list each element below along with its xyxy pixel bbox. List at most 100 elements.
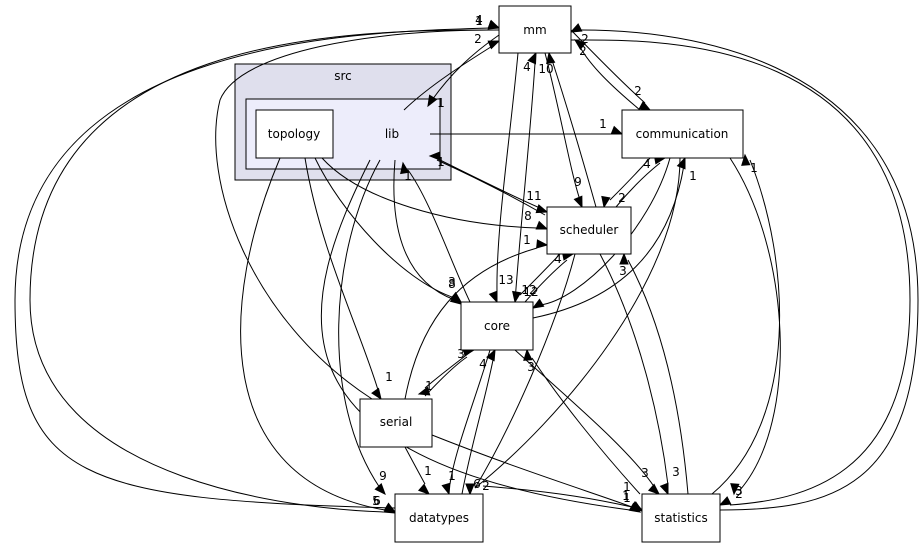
edge-label-lib-to-mm: 2 <box>474 32 482 46</box>
node-core[interactable]: core <box>460 301 534 351</box>
arrowhead-statistics-to-communication <box>741 153 751 166</box>
arrowhead-communication-to-core <box>531 298 545 309</box>
edge-label-topology-to-core: 3 <box>448 275 456 289</box>
edge-label-datatypes-to-mm: 4 <box>475 13 483 27</box>
arrowhead-mm-to-core <box>488 290 498 304</box>
arrowhead-lib-to-datatypes <box>374 483 386 496</box>
edge-label-core-to-statistics: 3 <box>641 466 649 480</box>
edge-label-core-to-serial: 1 <box>425 379 433 393</box>
edge-serial-to-scheduler <box>404 247 538 400</box>
edge-label-scheduler-to-statistics: 3 <box>672 465 680 479</box>
edge-label-lib-to-datatypes: 9 <box>379 469 387 483</box>
node-serial-label: serial <box>380 415 413 429</box>
edge-label-mm-to-scheduler: 9 <box>574 175 582 189</box>
edge-label-lib-to-scheduler: 11 <box>526 189 541 203</box>
node-datatypes[interactable]: datatypes <box>394 493 484 543</box>
arrowhead-mm-to-statistics <box>718 496 732 506</box>
arrowhead-topology-to-scheduler <box>535 220 549 230</box>
edge-serial-to-mm <box>215 29 490 400</box>
edge-lib-to-mm <box>403 44 495 111</box>
node-topology-label: topology <box>268 127 320 141</box>
arrowhead-scheduler-to-mm <box>546 51 556 65</box>
node-topology[interactable]: topology <box>255 109 334 159</box>
edge-scheduler-to-communication <box>615 162 661 208</box>
arrowhead-mm-to-communication <box>638 100 652 111</box>
arrowhead-lib-to-communication <box>610 125 624 135</box>
edge-label-topology-to-datatypes: 6 <box>373 494 381 508</box>
arrowhead-mm-to-lib <box>427 94 438 108</box>
edge-label-statistics-to-communication: 1 <box>750 161 758 175</box>
node-core-label: core <box>484 319 510 333</box>
edge-label-core-to-scheduler: 4 <box>554 252 562 266</box>
arrowhead-datatypes-to-statistics <box>630 501 644 511</box>
node-serial[interactable]: serial <box>359 398 433 448</box>
arrowhead-lib-to-scheduler <box>535 204 549 214</box>
edge-statistics-to-mm <box>580 29 919 511</box>
edge-datatypes-to-core <box>461 359 494 495</box>
edge-scheduler-to-mm <box>551 59 597 208</box>
arrowhead-core-to-mm <box>527 51 537 65</box>
edge-topology-to-core <box>314 157 456 299</box>
arrowhead-serial-to-scheduler <box>536 239 549 249</box>
edge-lib-to-datatypes <box>338 159 381 489</box>
edge-mm-to-communication <box>570 29 646 104</box>
edge-core-to-lib <box>407 169 471 303</box>
edge-scheduler-to-statistics <box>599 253 669 486</box>
edge-mm-to-datatypes <box>29 29 500 513</box>
edge-label-scheduler-to-communication: 4 <box>643 157 651 171</box>
node-scheduler[interactable]: scheduler <box>546 206 632 255</box>
edge-label-topology-to-scheduler: 8 <box>524 209 532 223</box>
edge-label-core-to-lib: 1 <box>404 169 412 183</box>
cluster-src-label: src <box>334 69 352 83</box>
node-lib-label: lib <box>385 127 399 141</box>
edge-serial-to-core <box>424 356 468 397</box>
arrowhead-core-to-statistics <box>647 483 661 495</box>
edge-label-scheduler-to-core: 12 <box>521 283 536 297</box>
edge-label-mm-to-statistics: 2 <box>735 487 743 501</box>
arrowhead-serial-to-mm <box>487 20 501 30</box>
edge-lib-to-scheduler <box>431 155 541 209</box>
arrowhead-topology-to-serial <box>371 387 382 401</box>
arrowhead-core-to-communication <box>676 156 686 170</box>
edge-scheduler-to-datatypes <box>474 253 576 489</box>
edge-label-lib-to-core: 8 <box>448 277 456 291</box>
arrowhead-serial-to-datatypes <box>417 483 431 495</box>
arrowhead-statistics-to-mm <box>569 23 583 33</box>
arrowhead-core-to-serial <box>417 386 431 396</box>
edge-statistics-to-core <box>531 357 641 495</box>
node-mm[interactable]: mm <box>498 5 572 54</box>
edge-core-to-mm <box>514 62 536 303</box>
node-scheduler-label: scheduler <box>560 223 619 237</box>
arrowhead-communication-to-statistics <box>730 483 740 496</box>
edge-label-lib-to-communication: 1 <box>599 117 607 131</box>
edge-core-to-statistics <box>514 349 656 489</box>
edge-label-communication-to-mm: 2 <box>579 44 587 58</box>
edge-datatypes-to-statistics <box>482 485 633 508</box>
edge-label-mm-to-communication: 2 <box>634 84 642 98</box>
arrowhead-mm-to-scheduler <box>573 195 583 209</box>
arrowhead-statistics-to-scheduler <box>619 252 629 265</box>
arrowhead-mm-to-datatypes <box>383 504 397 514</box>
edge-label-scheduler-to-mm: 10 <box>538 62 553 76</box>
node-lib[interactable]: lib <box>385 127 399 141</box>
edge-lib-to-core <box>393 159 456 301</box>
edge-label-datatypes-to-statistics: 1 <box>622 489 630 503</box>
node-statistics[interactable]: statistics <box>641 493 721 543</box>
edge-label-statistics-to-scheduler: 3 <box>619 264 627 278</box>
edge-communication-to-statistics <box>729 157 781 491</box>
edge-core-to-datatypes <box>449 349 491 485</box>
arrowhead-datatypes-to-core <box>486 348 496 362</box>
edge-mm-to-core <box>496 52 519 293</box>
edge-label-scheduler-to-lib: 1 <box>437 155 445 169</box>
edge-label-serial-to-core: 3 <box>457 347 465 361</box>
edge-label-mm-to-core: 13 <box>498 273 513 287</box>
edge-datatypes-to-mm <box>14 27 490 509</box>
node-communication[interactable]: communication <box>621 109 744 159</box>
edge-mm-to-lib <box>431 34 500 101</box>
edge-communication-to-scheduler <box>609 157 651 201</box>
edge-label-serial-to-datatypes: 1 <box>424 464 432 478</box>
arrowhead-statistics-to-core <box>523 348 533 361</box>
edge-label-topology-to-serial: 1 <box>385 370 393 384</box>
edge-label-datatypes-to-core: 4 <box>479 357 487 371</box>
